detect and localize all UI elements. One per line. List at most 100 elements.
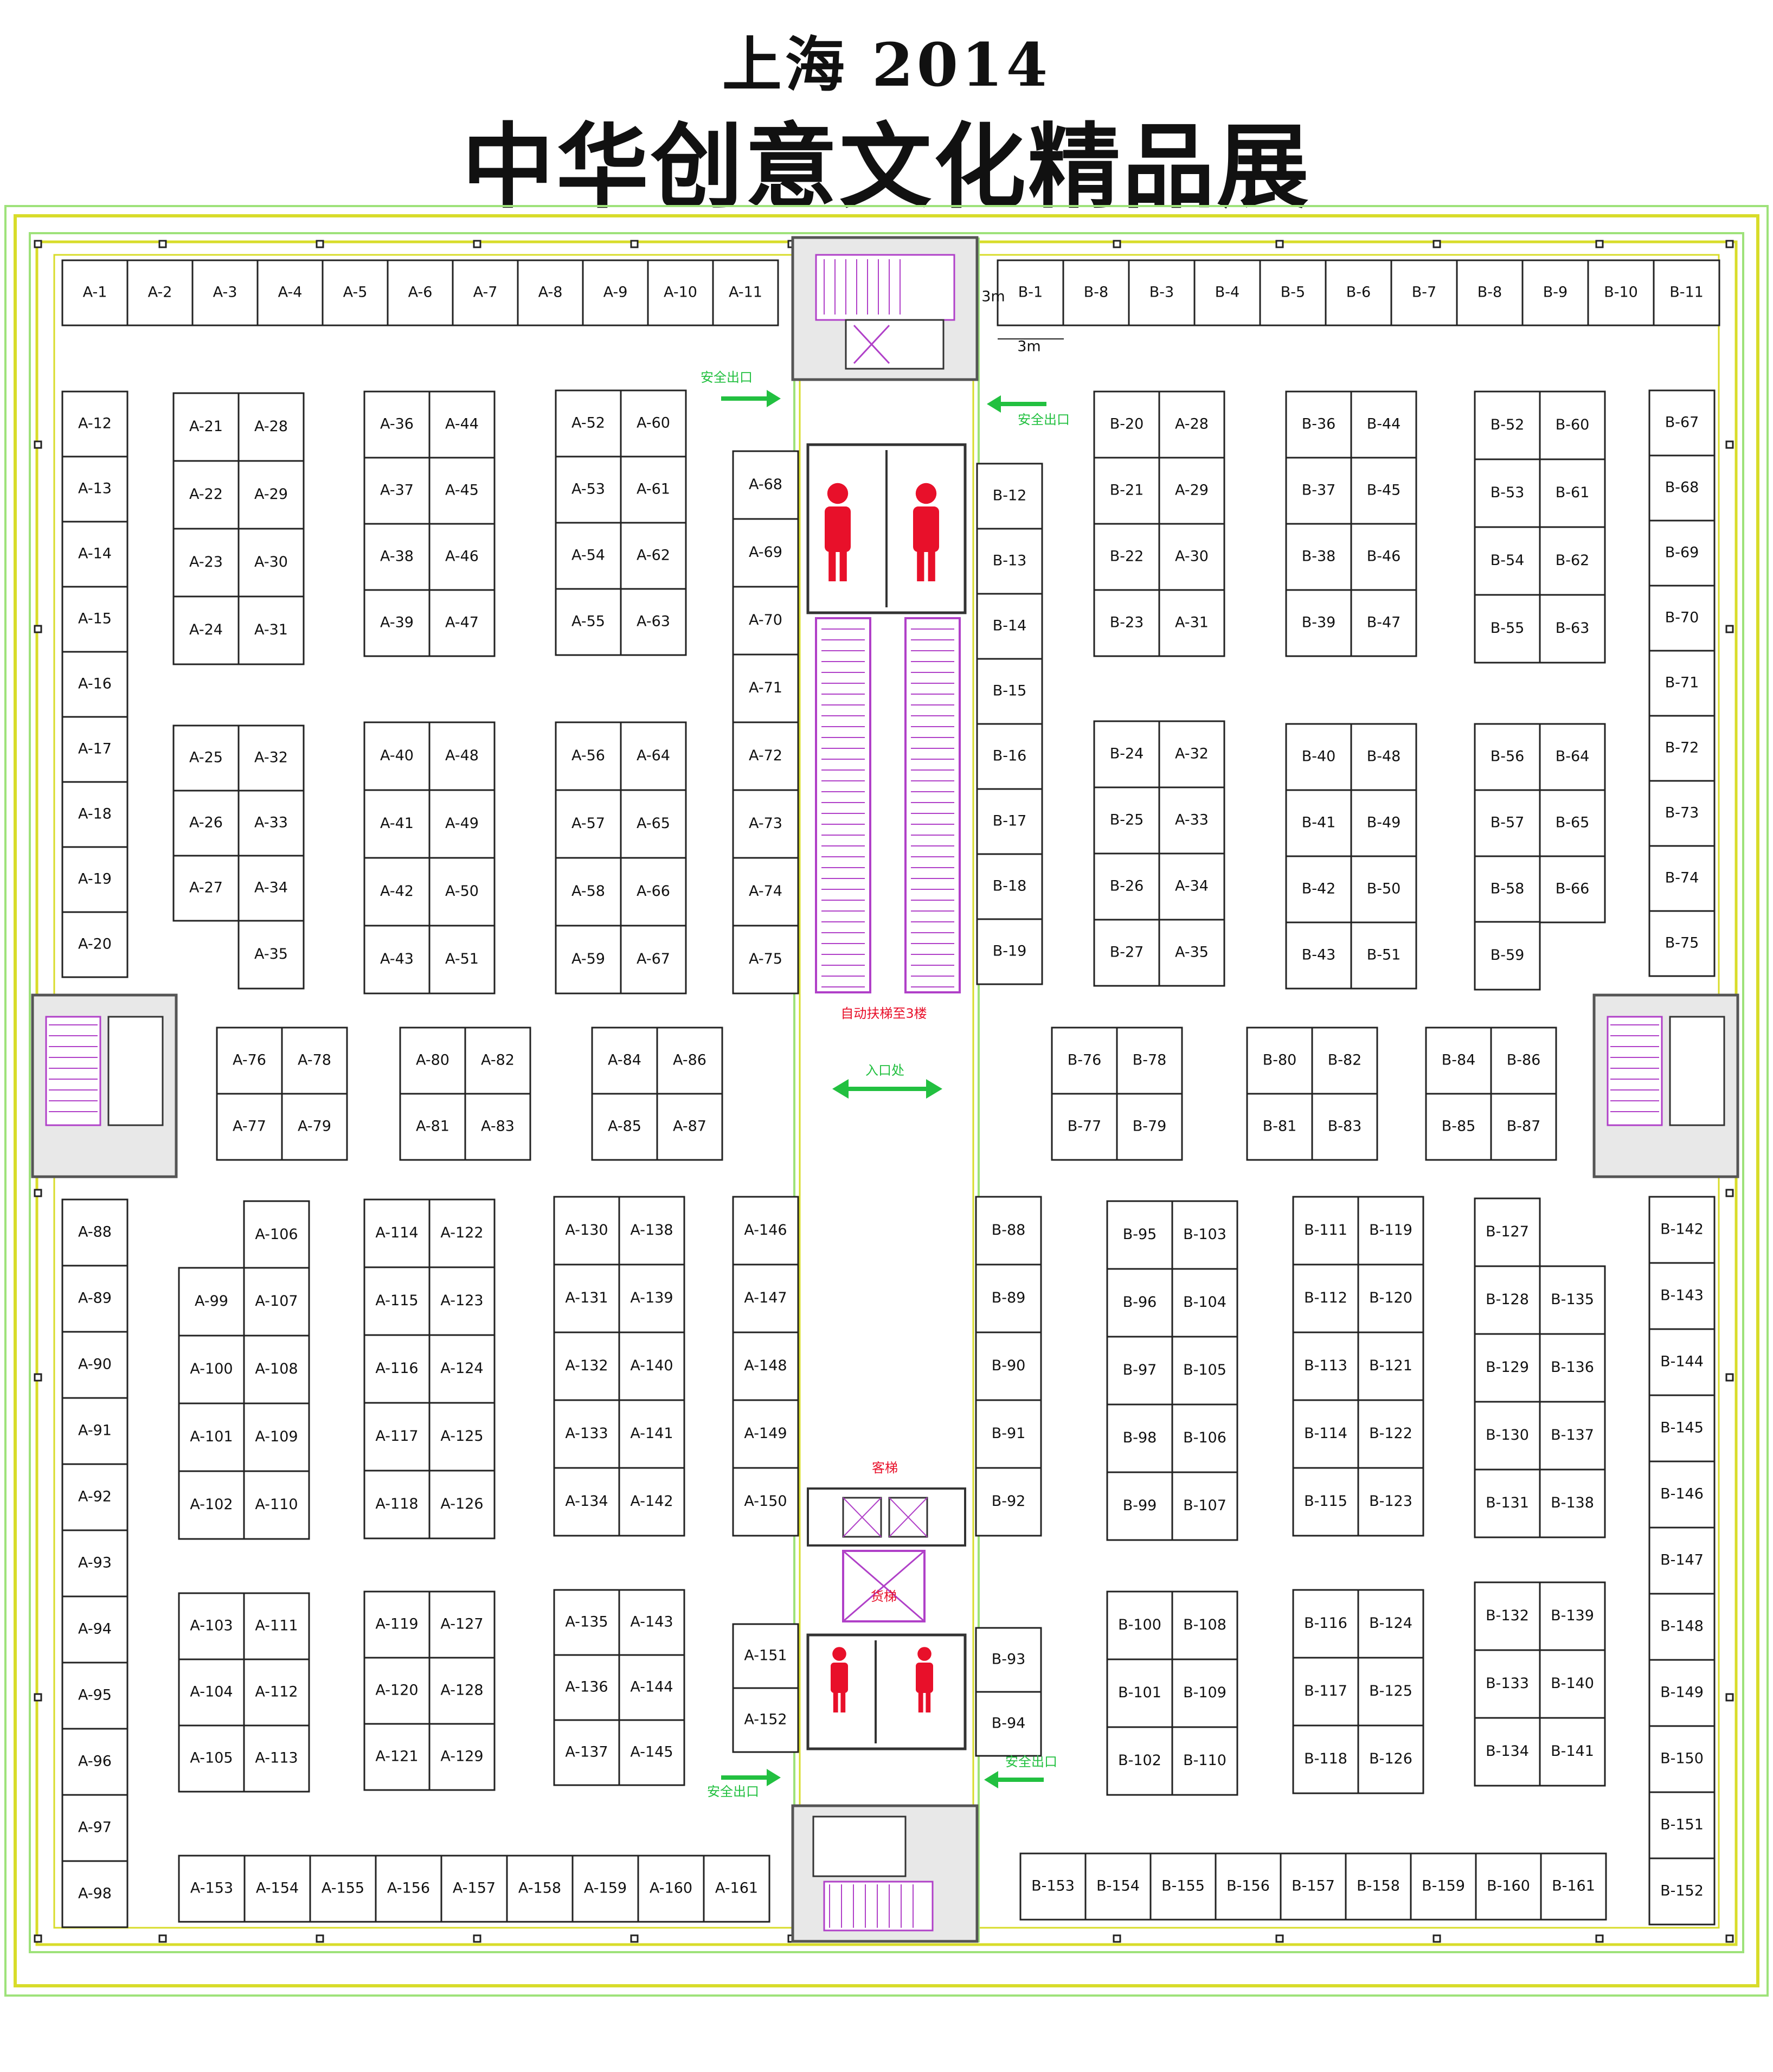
booth: B-21 (1093, 457, 1160, 525)
booth: A-28 (1158, 390, 1225, 459)
booth-label: A-62 (637, 547, 670, 564)
booth-label: B-74 (1665, 870, 1699, 887)
booth: B-129 (1474, 1333, 1541, 1403)
booth-box (363, 589, 431, 657)
booth-label: A-7 (473, 284, 498, 301)
booth-label: A-116 (375, 1360, 418, 1377)
booth-label: B-121 (1369, 1357, 1412, 1374)
booth: A-64 (620, 721, 687, 791)
booth-label: A-124 (440, 1360, 483, 1377)
booth-label: B-61 (1556, 484, 1590, 501)
booth-label: A-33 (1175, 812, 1209, 829)
booth-box (178, 1335, 245, 1404)
booth: A-30 (1158, 523, 1225, 591)
booth: A-98 (61, 1860, 129, 1928)
booth: B-139 (1539, 1581, 1606, 1651)
booth-label: B-134 (1486, 1743, 1529, 1760)
booth-label: B-1 (1018, 284, 1043, 301)
booth-box (618, 1589, 685, 1656)
booth-label: A-63 (637, 613, 670, 630)
booth-label: B-120 (1369, 1290, 1412, 1306)
booth: B-10 (1587, 259, 1655, 326)
booth-label: B-146 (1660, 1486, 1704, 1503)
booth: A-20 (61, 911, 129, 978)
booth-label: A-96 (78, 1753, 112, 1770)
booth-label: B-132 (1486, 1607, 1529, 1624)
booth-label: B-159 (1422, 1878, 1465, 1895)
booth-label: B-63 (1556, 620, 1590, 637)
booth: A-58 (555, 857, 622, 927)
booth-box (976, 658, 1043, 725)
booth-box (172, 595, 240, 665)
booth: A-12 (61, 390, 129, 458)
booth-label: A-32 (254, 749, 288, 766)
booth-box (1158, 720, 1225, 788)
booth-label: A-44 (445, 416, 479, 433)
column (1595, 240, 1604, 248)
exit-label-top-left: 安全出口 (701, 370, 753, 385)
booth-box (732, 450, 799, 520)
booth: A-136 (553, 1654, 620, 1721)
column (34, 1189, 42, 1197)
booth: B-50 (1350, 855, 1417, 923)
booth-label: A-66 (637, 883, 670, 900)
booth: B-20 (1093, 390, 1160, 459)
booth: A-151 (732, 1623, 799, 1689)
dimension-label-horizontal: 3m (1017, 338, 1040, 355)
booth-label: B-156 (1226, 1878, 1270, 1895)
booth-label: A-98 (78, 1885, 112, 1902)
booth-label: A-115 (375, 1292, 418, 1309)
booth-label: A-110 (255, 1496, 298, 1513)
booth-box (1246, 1027, 1313, 1095)
booth-label: A-65 (637, 815, 670, 832)
booth-label: A-139 (630, 1290, 673, 1306)
booth-label: A-156 (387, 1880, 430, 1897)
booth: B-112 (1292, 1263, 1359, 1333)
entrance-arrow-icon (832, 1079, 942, 1099)
booth: B-11 (1653, 259, 1720, 326)
booth-box (61, 1397, 129, 1465)
booth-box (1474, 526, 1541, 596)
booth-label: B-13 (993, 553, 1027, 569)
booth-label: B-122 (1369, 1425, 1412, 1442)
booth-label: A-135 (565, 1614, 608, 1631)
column (34, 1693, 42, 1702)
booth-box (1357, 1331, 1424, 1401)
booth-box (976, 723, 1043, 790)
booth: A-26 (172, 790, 240, 857)
booth: A-69 (732, 518, 799, 588)
booth: A-95 (61, 1662, 129, 1730)
booth: B-15 (976, 658, 1043, 725)
booth-box (618, 1331, 685, 1401)
booth-label: A-120 (375, 1682, 418, 1699)
booth-label: B-136 (1551, 1359, 1594, 1376)
booth-label: A-158 (518, 1880, 561, 1897)
booth-label: A-141 (630, 1425, 673, 1442)
booth: B-19 (976, 918, 1043, 985)
person-icon (828, 549, 836, 581)
booth: B-14 (976, 593, 1043, 660)
booth-label: B-157 (1292, 1878, 1335, 1895)
booth: A-94 (61, 1595, 129, 1664)
booth-label: B-147 (1660, 1552, 1704, 1569)
booth-label: B-127 (1486, 1223, 1529, 1240)
booth: A-147 (732, 1263, 799, 1333)
booth: A-127 (428, 1590, 496, 1659)
freight-lift-label: 货梯 (871, 1589, 897, 1604)
booth: A-75 (732, 925, 799, 995)
booth-label: A-145 (630, 1744, 673, 1761)
booth-box (1425, 1093, 1492, 1161)
booth: B-18 (976, 853, 1043, 920)
booth-label: A-56 (571, 747, 605, 764)
booth-box (732, 925, 799, 995)
booth-label: B-47 (1367, 614, 1401, 631)
booth-label: B-58 (1491, 881, 1525, 897)
booth: A-63 (620, 588, 687, 656)
booth-box (555, 721, 622, 791)
booth: A-133 (553, 1399, 620, 1469)
booth-label: B-38 (1302, 548, 1336, 565)
booth-label: A-52 (571, 415, 605, 432)
booth-box (732, 1623, 799, 1689)
booth-label: B-26 (1110, 878, 1144, 895)
column (1725, 1189, 1734, 1197)
